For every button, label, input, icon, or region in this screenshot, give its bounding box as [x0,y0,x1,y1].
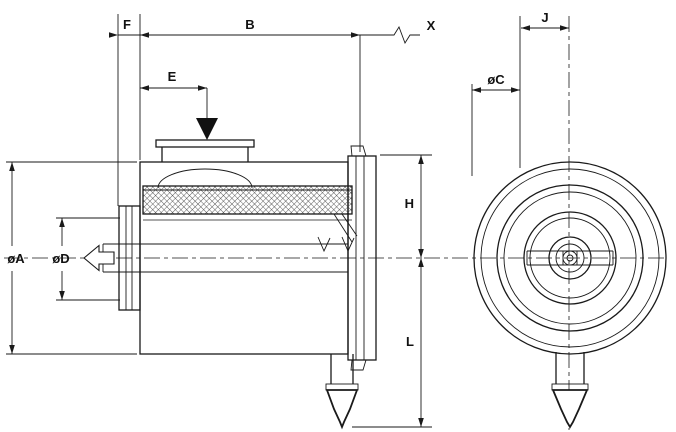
centerlines [4,16,668,430]
dim-label-b: B [245,17,254,32]
arrowhead [140,32,149,38]
arrowhead [521,25,530,31]
arrowhead [9,345,15,354]
clamp-latch [350,145,367,157]
side-view [83,139,377,430]
dust-ejector-valve-side [325,389,359,430]
arrowhead [59,218,65,227]
dust-ejector-valve-end [551,389,589,429]
arrowhead [560,25,569,31]
arrowhead [418,249,424,258]
arrowhead [418,258,424,267]
inlet-flow-arrow [196,118,218,140]
clamp-latch [350,359,367,371]
spring-clip [341,236,355,253]
outer-shell-circle [473,161,667,355]
filter-media-outline [142,185,353,215]
arrowhead [9,162,15,171]
arrowhead [109,32,118,38]
center-boss-circle [523,211,617,305]
arrowhead [140,85,149,91]
arrowhead [59,291,65,300]
boss-ring [529,217,611,299]
hub-ring [555,243,585,273]
element-seat-line [333,213,353,243]
shell-ring [480,168,660,348]
arrowhead [418,155,424,164]
arrowhead [472,87,481,93]
hub-circle [548,236,592,280]
outlet-flange-step [118,205,141,311]
dim-label-e: E [168,69,177,84]
arrowhead [198,85,207,91]
inlet-flange [155,139,255,148]
end-view [473,161,667,429]
dim-label-f: F [123,17,131,32]
spring-clip [317,236,331,253]
arrowhead [351,32,360,38]
dim-label-l: L [406,334,414,349]
dim-label-h: H [405,196,414,211]
dim-label-dia-c: øC [487,72,505,87]
end-cap [347,155,377,361]
dim-label-dia-d: øD [52,251,69,266]
dim-label-x: X [427,18,436,33]
dimension-labels: F B X E øA øD H L J øC [7,10,548,349]
cover-ring [503,191,637,325]
cover-rim-circle [496,184,644,332]
center-bolt-dot [566,254,574,262]
side-view-dimensions [6,14,432,428]
dim-label-j: J [541,10,548,25]
element-seat-line [341,213,358,237]
filter-media-hatch [143,186,352,214]
end-view-dimensions [471,16,569,176]
inlet-bell-dome [157,168,253,189]
outlet-flow-arrow [83,244,115,272]
top-dimension-line [118,25,420,45]
arrowhead [418,418,424,427]
dim-label-dia-a: øA [7,251,25,266]
arrowhead [511,87,520,93]
